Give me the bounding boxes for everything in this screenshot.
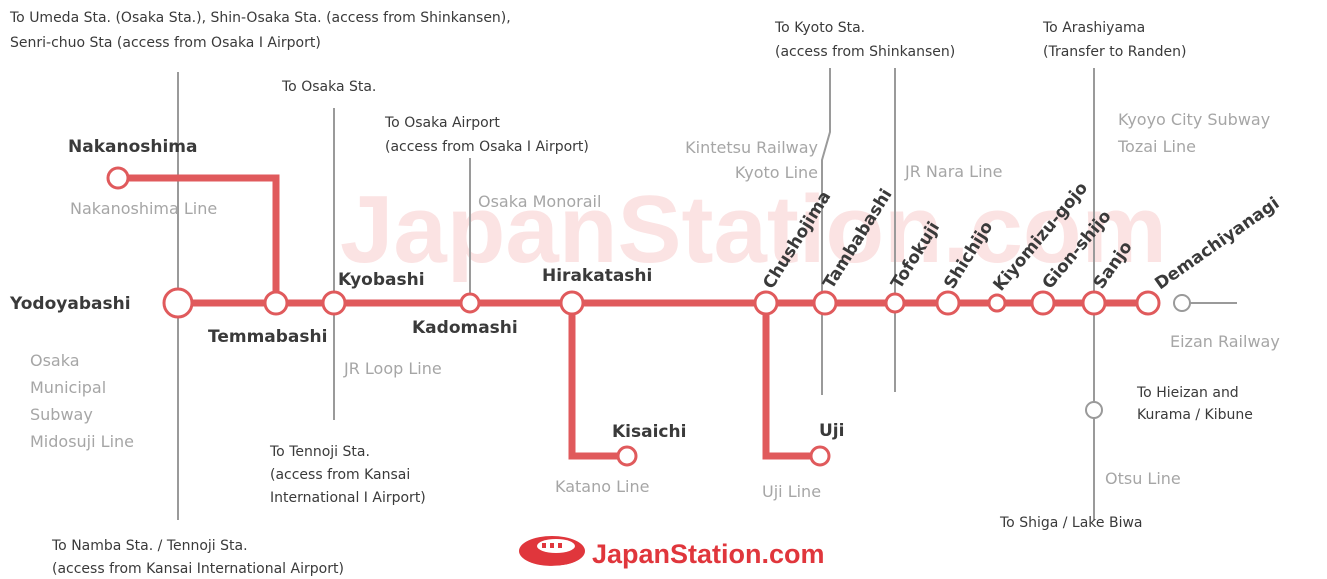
note-namba-1: To Namba Sta. / Tennoji Sta.: [51, 538, 248, 554]
line-subway-1: Osaka: [30, 351, 80, 370]
line-osaka-monorail: Osaka Monorail: [478, 192, 601, 211]
station-uji: [809, 445, 831, 467]
label-temmabashi: Temmabashi: [208, 327, 327, 347]
note-arashiyama-2: (Transfer to Randen): [1043, 44, 1186, 60]
label-kadomashi: Kadomashi: [412, 318, 518, 338]
line-subway-4: Midosuji Line: [30, 432, 134, 451]
station-tofokuji: [884, 292, 906, 314]
katano-branch: [568, 303, 627, 460]
label-yodoyabashi: Yodoyabashi: [9, 294, 131, 314]
logo-text: JapanStation.com: [592, 539, 825, 569]
line-subway-2: Municipal: [30, 378, 106, 397]
line-eizan: Eizan Railway: [1170, 332, 1280, 351]
station-kyobashi: [321, 290, 347, 316]
line-kyoto-subway-1: Kyoyo City Subway: [1118, 110, 1270, 129]
watermark: JapanStation.com: [340, 176, 1167, 283]
line-uji: Uji Line: [762, 482, 821, 501]
station-temmabashi: [263, 290, 289, 316]
station-yodoyabashi: [162, 287, 194, 319]
label-hirakatashi: Hirakatashi: [542, 266, 652, 286]
note-tennoji-3: International I Airport): [270, 490, 426, 506]
line-kintetsu-1: Kintetsu Railway: [685, 138, 818, 157]
line-jr-nara: JR Nara Line: [904, 162, 1003, 181]
japanstation-logo[interactable]: JapanStation.com: [519, 536, 825, 569]
label-kyobashi: Kyobashi: [338, 270, 425, 290]
otsu-junction: [1085, 401, 1103, 419]
connector-stations: [1085, 294, 1191, 419]
line-jr-loop: JR Loop Line: [343, 359, 442, 378]
note-shiga: To Shiga / Lake Biwa: [999, 515, 1143, 531]
line-nakanoshima: Nakanoshima Line: [70, 199, 217, 218]
nakanoshima-branch: [118, 174, 280, 303]
station-kadomashi: [459, 292, 481, 314]
note-tennoji-1: To Tennoji Sta.: [269, 444, 370, 460]
station-sanjo: [1081, 290, 1107, 316]
note-umeda-2: Senri-chuo Sta (access from Osaka I Airp…: [10, 35, 321, 51]
label-uji: Uji: [819, 421, 844, 441]
label-nakanoshima: Nakanoshima: [68, 137, 198, 157]
station-nakanoshima: [106, 166, 130, 190]
line-kintetsu-2: Kyoto Line: [735, 163, 818, 182]
line-otsu: Otsu Line: [1105, 469, 1181, 488]
kintetsu-connector: [821, 68, 831, 395]
note-osaka-airport-2: (access from Osaka I Airport): [385, 139, 589, 155]
train-logo-icon: [519, 536, 587, 569]
label-kisaichi: Kisaichi: [612, 422, 686, 442]
station-hirakatashi: [559, 290, 585, 316]
note-namba-2: (access from Kansai International Airpor…: [52, 561, 344, 577]
note-osaka-airport-1: To Osaka Airport: [384, 115, 500, 131]
note-osaka-sta: To Osaka Sta.: [281, 79, 376, 95]
station-tambabashi: [812, 290, 838, 316]
station-gion-shijo: [1030, 290, 1056, 316]
station-kisaichi: [616, 445, 638, 467]
line-katano: Katano Line: [555, 477, 649, 496]
eizan-junction: [1173, 294, 1191, 312]
note-kyoto-sta-1: To Kyoto Sta.: [774, 20, 865, 36]
note-tennoji-2: (access from Kansai: [270, 467, 410, 483]
label-demachiyanagi: Demachiyanagi: [1151, 193, 1283, 294]
note-arashiyama-1: To Arashiyama: [1042, 20, 1145, 36]
note-kyoto-sta-2: (access from Shinkansen): [775, 44, 955, 60]
line-subway-3: Subway: [30, 405, 93, 424]
station-demachiyanagi: [1135, 290, 1161, 316]
note-umeda-1: To Umeda Sta. (Osaka Sta.), Shin-Osaka S…: [9, 10, 511, 26]
stations: [106, 166, 1161, 467]
note-hieizan-1: To Hieizan and: [1136, 385, 1239, 401]
station-chushojima: [753, 290, 779, 316]
note-hieizan-2: Kurama / Kibune: [1137, 407, 1253, 423]
line-kyoto-subway-2: Tozai Line: [1117, 137, 1196, 156]
uji-branch: [762, 303, 820, 460]
station-shichijo: [935, 290, 961, 316]
station-kiyomizu-gojo: [987, 293, 1007, 313]
